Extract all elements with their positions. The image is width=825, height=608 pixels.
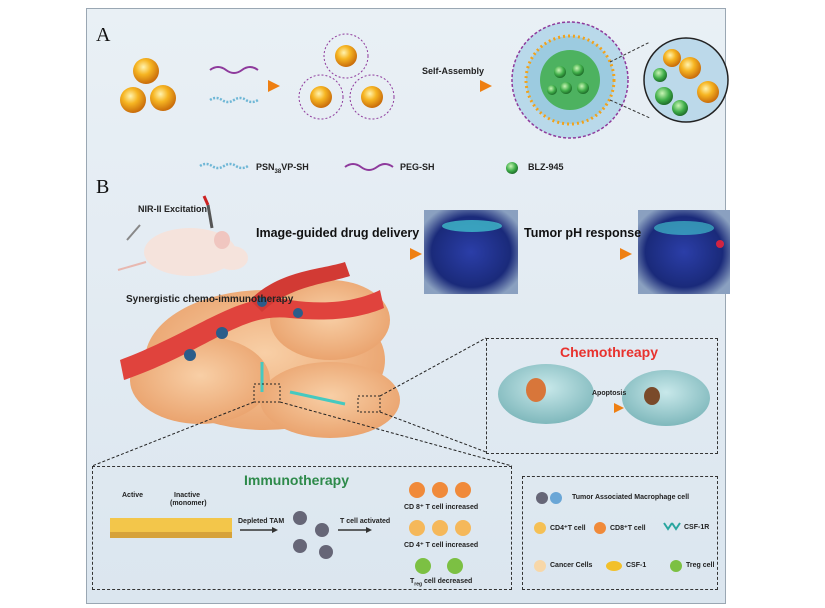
treg-decreased-label: Treg cell decreased bbox=[410, 578, 473, 588]
monomer-label: (monomer) bbox=[170, 500, 207, 507]
cd4-increased-label: CD 4⁺ T cell increased bbox=[404, 542, 479, 549]
coated-particles bbox=[298, 33, 395, 120]
legend-csf1r: CSF-1R bbox=[684, 524, 710, 531]
panel-b-label: B bbox=[96, 176, 110, 198]
apoptosis-label: Apoptosis bbox=[592, 390, 627, 397]
legend-cd8: CD8⁺T cell bbox=[610, 525, 646, 532]
nir-label: NIR-II Excitation bbox=[138, 204, 208, 214]
blood-vessel bbox=[120, 290, 384, 380]
micelle bbox=[511, 21, 629, 139]
cancer-cell-after bbox=[622, 370, 710, 426]
image-guided-label: Image-guided drug delivery bbox=[256, 226, 420, 240]
panel-a-label: A bbox=[96, 24, 111, 46]
legend-treg: Treg cell bbox=[686, 562, 715, 569]
legend-peg-label: PEG-SH bbox=[400, 162, 435, 172]
psn-ligand bbox=[209, 96, 259, 104]
legend-tam: Tumor Associated Macrophage cell bbox=[572, 494, 690, 501]
zoom-inset bbox=[643, 37, 729, 123]
peg-ligand bbox=[209, 66, 259, 74]
tumor-ph-label: Tumor pH response bbox=[524, 226, 642, 240]
gold-nanoparticles bbox=[120, 58, 176, 113]
self-assembly-label: Self-Assembly bbox=[422, 66, 485, 76]
legend-cd4: CD4⁺T cell bbox=[550, 525, 586, 532]
legend-csf1: CSF-1 bbox=[626, 562, 647, 569]
legend-cancer: Cancer Cells bbox=[550, 562, 593, 569]
depleted-tam-label: Depleted TAM bbox=[238, 518, 285, 525]
immunotherapy-title: Immunotherapy bbox=[244, 472, 350, 488]
chemotherapy-title: Chemothreapy bbox=[560, 344, 659, 360]
macrophage-cells bbox=[293, 511, 333, 559]
membrane bbox=[110, 518, 232, 532]
immunotherapy-box bbox=[92, 466, 512, 590]
cancer-cell-before bbox=[498, 364, 594, 424]
legend-blz-label: BLZ-945 bbox=[528, 162, 564, 172]
active-label: Active bbox=[122, 492, 144, 499]
inactive-label: Inactive bbox=[174, 492, 201, 499]
t-cell-activated-label: T cell activated bbox=[340, 518, 391, 525]
cd8-increased-label: CD 8⁺ T cell increased bbox=[404, 504, 479, 511]
cell-legend-box bbox=[522, 476, 718, 590]
mouse-illustration bbox=[117, 195, 248, 276]
legend-psn-label: PSN38VP-SH bbox=[256, 162, 309, 175]
chemotherapy-box bbox=[486, 338, 718, 454]
synergistic-label: Synergistic chemo-immunotherapy bbox=[126, 294, 294, 305]
